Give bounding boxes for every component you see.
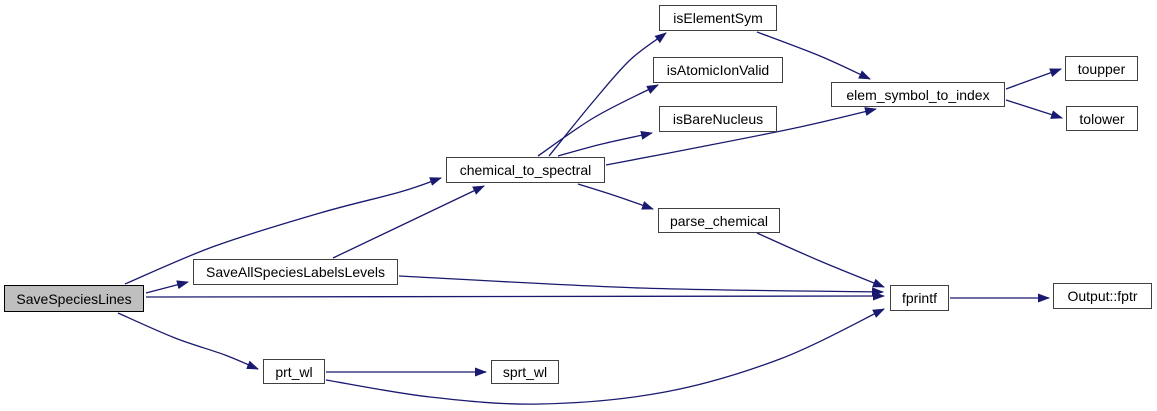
node-save-species-lines: SaveSpeciesLines (4, 285, 144, 312)
node-elem-symbol-to-index[interactable]: elem_symbol_to_index (831, 82, 1005, 107)
edge-elem-symbol-to-index-to-tolower (1005, 99, 1063, 119)
edge-save-species-lines-to-fprintf (145, 291, 885, 301)
edge-save-all-species-labels-levels-to-fprintf (398, 275, 884, 297)
node-fprintf[interactable]: fprintf (890, 285, 949, 311)
node-chemical-to-spectral[interactable]: chemical_to_spectral (446, 157, 605, 183)
node-prt-wl[interactable]: prt_wl (263, 359, 325, 384)
node-label: fprintf (901, 290, 937, 306)
edge-parse-chemical-to-fprintf (756, 232, 885, 288)
edge-prt-wl-to-fprintf (325, 308, 885, 405)
edge-save-species-lines-to-prt-wl (117, 312, 259, 370)
node-label: toupper (1077, 60, 1126, 77)
edge-chemical-to-spectral-to-is-element-sym (548, 32, 667, 157)
node-tolower[interactable]: tolower (1066, 106, 1138, 131)
edge-chemical-to-spectral-to-parse-chemical (577, 183, 654, 210)
node-label: isElementSym (673, 10, 763, 26)
node-label: chemical_to_spectral (459, 162, 592, 178)
node-is-bare-nucleus[interactable]: isBareNucleus (659, 106, 777, 132)
node-label: SaveAllSpeciesLabelsLevels (206, 264, 385, 280)
edge-elem-symbol-to-index-to-toupper (1005, 68, 1062, 90)
node-label: elem_symbol_to_index (846, 86, 990, 103)
node-toupper[interactable]: toupper (1065, 56, 1138, 81)
node-label: Output::fptr (1067, 288, 1138, 304)
node-label: isBareNucleus (672, 111, 764, 127)
node-label: parse_chemical (669, 212, 769, 229)
node-sprt-wl[interactable]: sprt_wl (491, 360, 559, 384)
node-parse-chemical[interactable]: parse_chemical (658, 208, 780, 233)
edge-chemical-to-spectral-to-is-bare-nucleus (557, 130, 653, 157)
edge-chemical-to-spectral-to-is-atomic-ion-valid (537, 84, 659, 157)
node-is-atomic-ion-valid[interactable]: isAtomicIonValid (653, 57, 783, 83)
node-is-element-sym[interactable]: isElementSym (659, 5, 777, 31)
edge-save-all-species-labels-levels-to-chemical-to-spectral (332, 185, 485, 259)
node-label: SaveSpeciesLines (16, 290, 132, 307)
node-label: sprt_wl (502, 364, 548, 380)
node-label: prt_wl (275, 363, 313, 380)
node-label: isAtomicIonValid (666, 62, 770, 78)
node-output-fptr[interactable]: Output::fptr (1053, 283, 1152, 309)
node-label: tolower (1079, 110, 1125, 127)
node-save-all-species-labels-levels[interactable]: SaveAllSpeciesLabelsLevels (193, 259, 398, 285)
edge-save-species-lines-to-save-all-species-labels-levels (145, 280, 189, 294)
